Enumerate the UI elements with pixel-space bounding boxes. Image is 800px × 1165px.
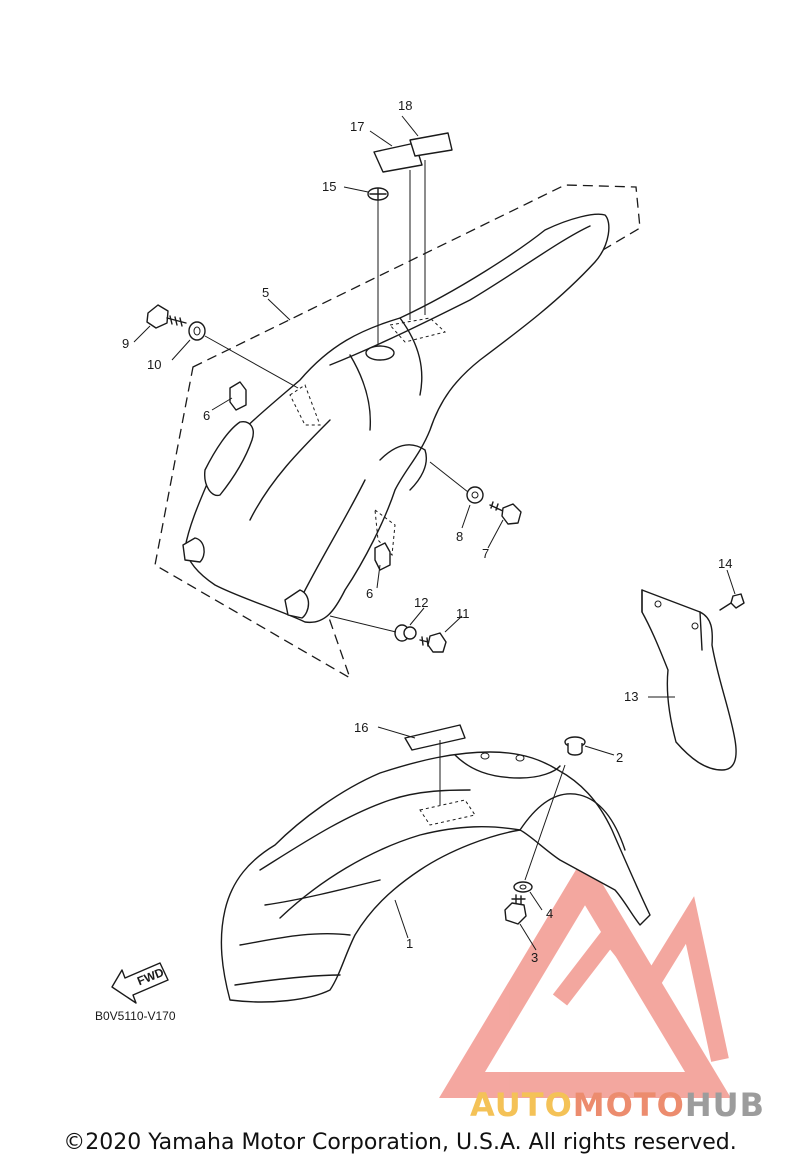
number-plate-13 [641,589,737,771]
copyright-notice: ©2020 Yamaha Motor Corporation, U.S.A. A… [63,1130,737,1155]
callout-10: 10 [147,357,161,372]
collar-2 [564,736,586,756]
front-fender-1 [220,751,651,1003]
callout-11: 11 [456,606,470,621]
leader-lines [133,115,736,951]
screw-14 [719,593,745,611]
callout-15: 15 [322,179,336,194]
diagram-code: B0V5110-V170 [95,1009,176,1023]
callout-8: 8 [456,529,463,544]
callout-9: 9 [122,336,129,351]
washer-8 [466,486,484,504]
watermark-word-auto: AUTO [470,1086,573,1124]
watermark-word-hub: HUB [684,1086,766,1124]
clip-6-upper [229,381,247,411]
bolt-3 [504,894,527,925]
decal-17 [373,142,423,173]
callout-2: 2 [616,750,623,765]
bolt-7 [489,501,522,525]
watermark-wordmark: AUTOMOTOHUB [470,1086,765,1124]
callout-16: 16 [354,720,368,735]
decal-18 [409,132,453,157]
watermark-word-moto: MOTO [572,1086,685,1124]
fwd-arrow: FWD [111,962,169,1004]
callout-12: 12 [414,595,428,610]
callout-18: 18 [398,98,412,113]
callout-1: 1 [406,936,413,951]
bolt-9 [146,304,187,329]
callout-3: 3 [531,950,538,965]
washer-4 [513,881,533,893]
bolt-11 [419,632,447,653]
callout-13: 13 [624,689,638,704]
rear-fender-assembly [154,184,641,680]
callout-4: 4 [546,906,553,921]
callout-14: 14 [718,556,732,571]
nut-12 [394,624,417,642]
callout-labels: 18 17 15 5 9 10 6 8 7 6 12 11 14 13 16 2… [95,98,732,1023]
callout-6-lower: 6 [366,586,373,601]
callout-6-upper: 6 [203,408,210,423]
washer-10 [188,321,206,341]
decal-16 [404,724,466,751]
callout-17: 17 [350,119,364,134]
grommet-15 [367,187,389,201]
watermark-logo [439,854,731,1098]
rear-fender [184,213,610,624]
callout-7: 7 [482,546,489,561]
callout-5: 5 [262,285,269,300]
clip-6-lower [374,542,391,571]
